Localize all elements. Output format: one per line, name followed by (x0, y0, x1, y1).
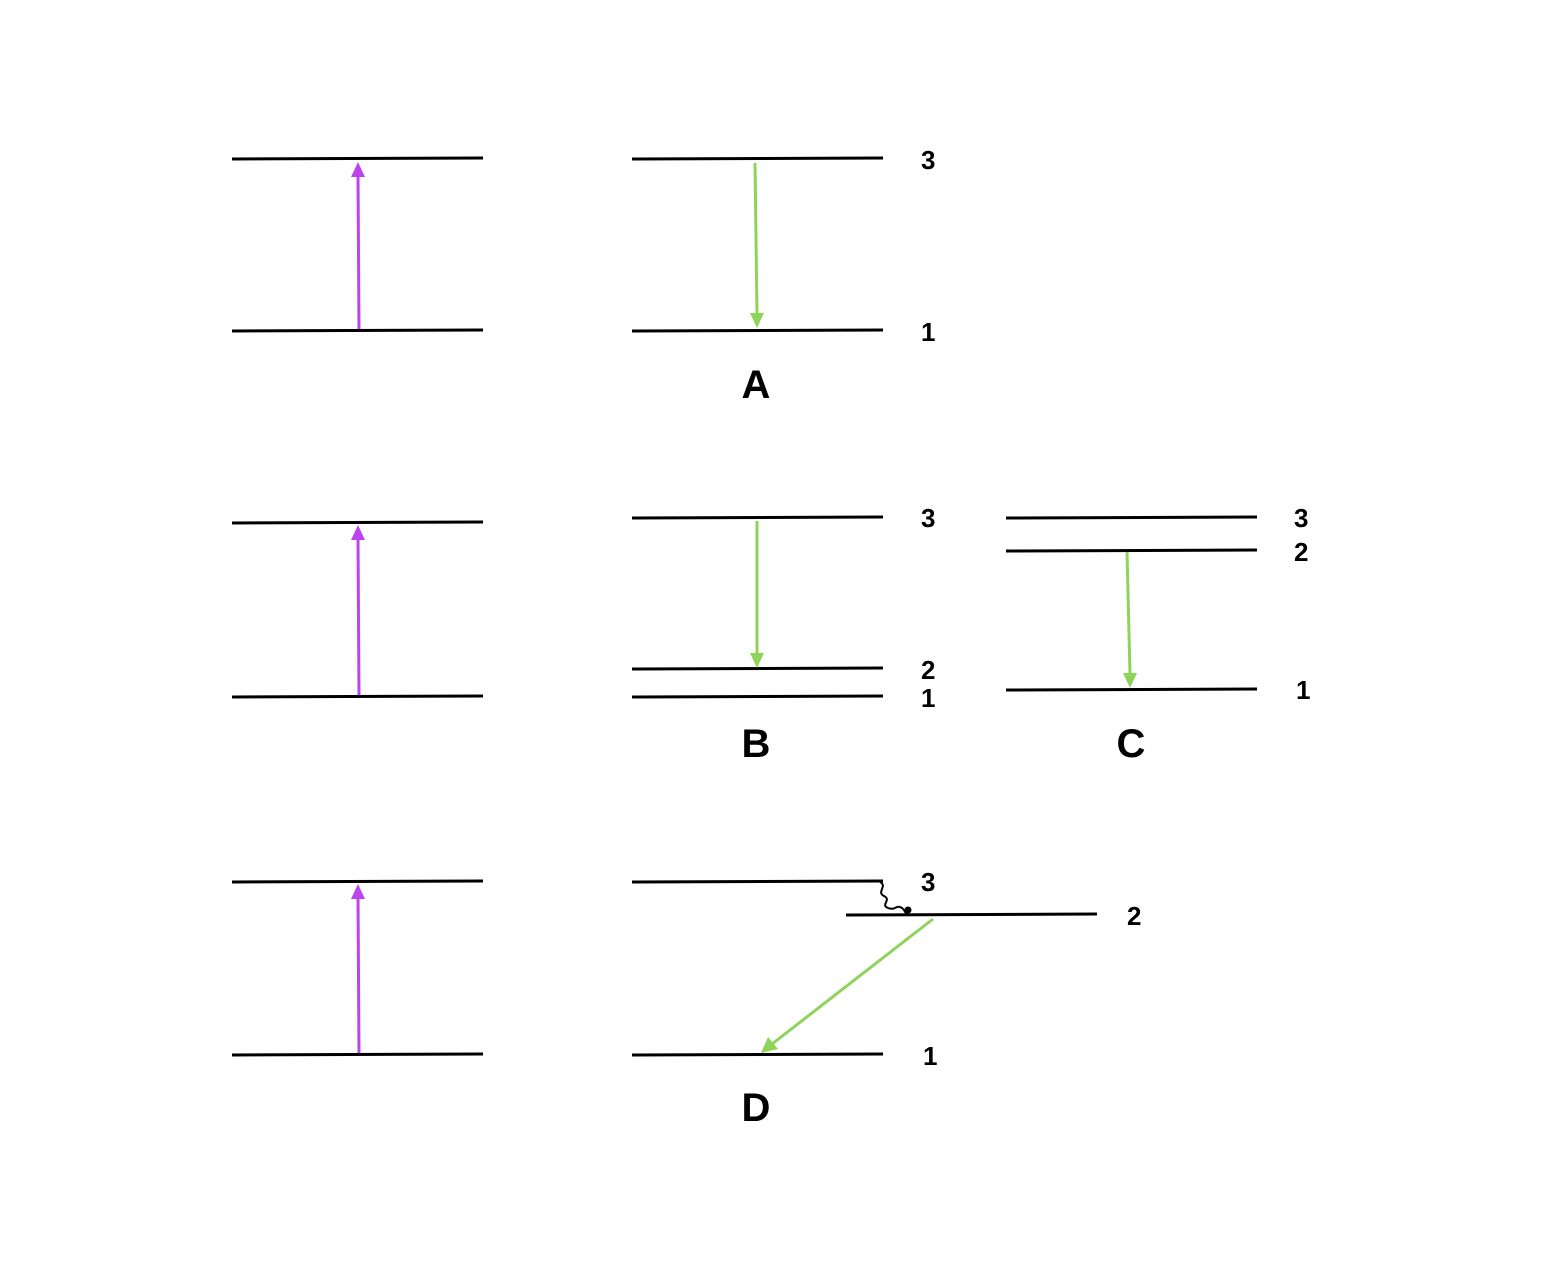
absorption-diagram-row3 (231, 879, 484, 1057)
panel-label-b: B (742, 722, 771, 766)
level-2-label: 2 (921, 655, 935, 685)
level-1 (631, 1052, 884, 1057)
absorption-diagram-row2 (231, 520, 484, 699)
upper-level (231, 879, 484, 884)
level-1-label: 1 (923, 1041, 937, 1071)
emission-arrow (771, 917, 934, 1046)
nonradiative-decay-icon (879, 881, 909, 915)
level-3-label: 3 (921, 503, 935, 533)
level-2-label: 2 (1127, 901, 1141, 931)
ground-level (231, 328, 484, 333)
panel-label-c: C (1117, 722, 1146, 766)
panel-label-a: A (742, 363, 771, 407)
absorption-arrow (356, 897, 361, 1054)
level-2 (1005, 548, 1258, 553)
absorption-arrowhead (351, 162, 365, 177)
level-1 (631, 694, 884, 699)
level-2 (631, 666, 884, 671)
absorption-arrowhead (351, 884, 365, 899)
emission-arrow (753, 162, 759, 315)
level-2 (845, 912, 1098, 917)
panel-c: 3 2 1 C (1005, 503, 1310, 766)
upper-level (231, 520, 484, 525)
emission-arrowhead (761, 1037, 778, 1053)
level-1 (1005, 687, 1258, 692)
panel-d: 3 2 1 D (631, 867, 1141, 1130)
level-1 (631, 328, 884, 333)
absorption-arrowhead (351, 525, 365, 540)
level-1-label: 1 (921, 317, 935, 347)
panel-label-d: D (742, 1086, 771, 1130)
level-3 (631, 515, 884, 520)
emission-arrowhead (750, 313, 764, 328)
emission-arrowhead (1123, 673, 1137, 688)
ground-level (231, 694, 484, 699)
nonradiative-decay-arrowhead (904, 906, 912, 914)
level-3-label: 3 (921, 867, 935, 897)
absorption-arrow (356, 538, 361, 696)
absorption-arrow (356, 175, 361, 330)
panel-a: 3 1 A (631, 145, 935, 407)
level-1-label: 1 (1296, 675, 1310, 705)
level-3-label: 3 (1294, 503, 1308, 533)
level-3 (631, 879, 884, 884)
absorption-diagram-row1 (231, 156, 484, 333)
level-3 (631, 156, 884, 161)
level-3-label: 3 (921, 145, 935, 175)
panel-b: 3 2 1 B (631, 503, 935, 766)
level-1-label: 1 (921, 683, 935, 713)
ground-level (231, 1052, 484, 1057)
level-2-label: 2 (1294, 537, 1308, 567)
level-3 (1005, 515, 1258, 520)
upper-level (231, 156, 484, 161)
emission-arrowhead (750, 653, 764, 668)
emission-arrow (1125, 551, 1132, 675)
